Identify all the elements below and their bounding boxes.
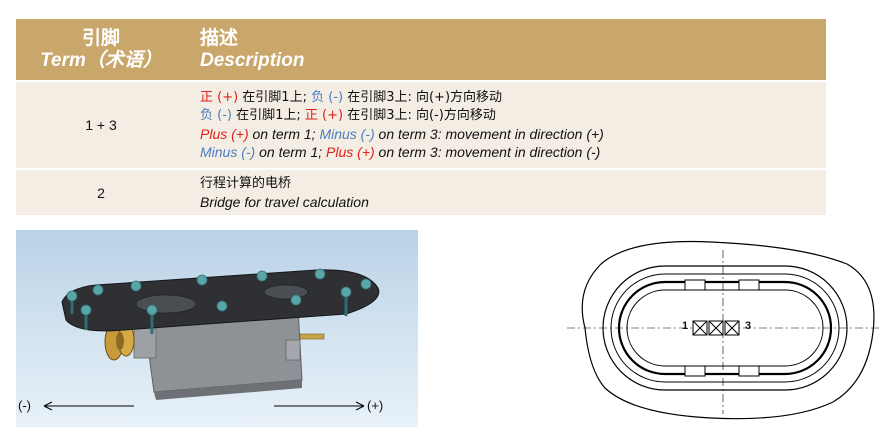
description-cell: 正 (+) 在引脚1上; 负 (-) 在引脚3上: 向(+)方向移动 负 (-)…	[186, 82, 826, 168]
text: 在引脚3上: 向(+)方向移动	[343, 90, 503, 105]
term-cell: 2	[97, 184, 105, 201]
minus-text: Minus (-)	[319, 126, 375, 142]
table-row: 1 + 3 正 (+) 在引脚1上; 负 (-) 在引脚3上: 向(+)方向移动…	[16, 80, 826, 168]
term-cell: 1 + 3	[85, 117, 117, 133]
description-line-en-2: Minus (-) on term 1; Plus (+) on term 3:…	[200, 143, 826, 161]
description-line-zh-1: 正 (+) 在引脚1上; 负 (-) 在引脚3上: 向(+)方向移动	[200, 89, 826, 107]
description-header-zh: 描述	[200, 26, 239, 49]
minus-text: 负 (-)	[200, 108, 232, 123]
plus-text: Plus (+)	[200, 126, 249, 142]
description-cell: 行程计算的电桥 Bridge for travel calculation	[186, 170, 826, 215]
connector-drawing: 1 3	[561, 232, 883, 428]
terminal-1-label: 1	[682, 320, 689, 332]
term-header: 引脚 Term（术语）	[16, 19, 186, 80]
description-line-zh: 行程计算的电桥	[200, 176, 292, 191]
plus-text: 正 (+)	[200, 90, 239, 105]
description-line-en-1: Plus (+) on term 1; Minus (-) on term 3:…	[200, 125, 826, 143]
sensor-component-image: (-) (+)	[16, 230, 418, 427]
plus-text: 正 (+)	[304, 108, 344, 123]
term-header-en: Term（术语）	[40, 49, 162, 71]
plus-text: Plus (+)	[326, 144, 375, 160]
text: on term 1;	[248, 126, 320, 142]
text: on term 3: movement in direction (-)	[374, 144, 601, 160]
description-header: 描述 Description	[186, 19, 826, 80]
plus-direction-label: (+)	[367, 398, 384, 413]
text: 在引脚3上: 向(-)方向移动	[343, 108, 496, 123]
text: 在引脚1上;	[231, 108, 305, 123]
description-header-en: Description	[200, 49, 305, 71]
table-header: 引脚 Term（术语） 描述 Description	[16, 19, 826, 80]
minus-direction-label: (-)	[18, 398, 31, 413]
terminal-3-label: 3	[745, 320, 752, 332]
text: on term 3: movement in direction (+)	[374, 126, 604, 142]
connector-outline	[567, 240, 879, 420]
sensor-render	[43, 268, 380, 411]
minus-text: 负 (-)	[311, 90, 344, 105]
description-line-zh-2: 负 (-) 在引脚1上; 正 (+) 在引脚3上: 向(-)方向移动	[200, 107, 826, 125]
text: 在引脚1上;	[238, 90, 312, 105]
minus-text: Minus (-)	[200, 144, 256, 160]
text: on term 1;	[255, 144, 327, 160]
description-line-en: Bridge for travel calculation	[200, 194, 369, 210]
term-header-zh: 引脚	[81, 26, 120, 49]
pin-table: 引脚 Term（术语） 描述 Description 1 + 3 正 (+) 在…	[16, 19, 826, 215]
table-row: 2 行程计算的电桥 Bridge for travel calculation	[16, 168, 826, 215]
